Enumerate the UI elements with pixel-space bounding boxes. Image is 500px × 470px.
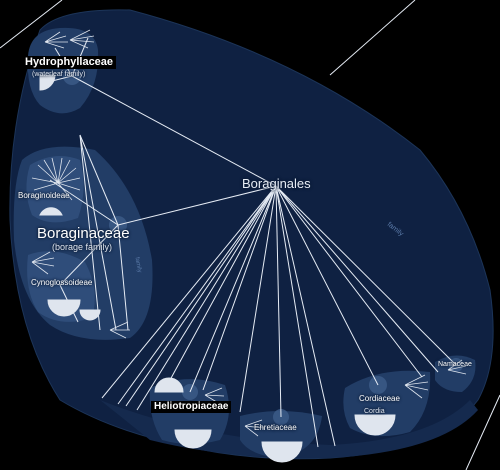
background-edge [465, 394, 500, 470]
background-edge [0, 0, 63, 49]
background-edge [329, 0, 416, 76]
leaf-fan [174, 429, 212, 449]
leaf-fan [354, 414, 396, 436]
leaf-fan [154, 377, 184, 393]
branch-to-cordiaceae [275, 185, 379, 386]
branch-to-leaf [239, 185, 277, 413]
namaceae-region[interactable] [435, 355, 476, 392]
internal-branch [79, 134, 117, 331]
leaf-fan [39, 207, 63, 216]
family-label-boraginaceae[interactable]: Boraginaceae [37, 225, 130, 242]
genus-label-cordia[interactable]: Cordia [364, 408, 385, 415]
branch-to-leaf [275, 185, 319, 448]
branch-to-boraginaceae [117, 185, 277, 226]
leaf-fan [404, 374, 429, 399]
branch-to-leaf [202, 185, 277, 391]
internal-branch [59, 224, 119, 286]
branch-to-hydrophyllaceae [71, 75, 277, 187]
branch-to-leaf [101, 185, 277, 399]
subfamily-label-boraginoideae[interactable]: Boraginoideae [18, 191, 70, 200]
branch-to-ehretiaceae [275, 185, 282, 418]
hydrophyllaceae-region[interactable] [27, 27, 99, 114]
leaf-fan [31, 251, 55, 275]
family-common-name-hydrophyllaceae: (waterleaf family) [32, 71, 86, 78]
internal-branch [117, 224, 129, 331]
branch-to-leaf [275, 185, 423, 378]
root-branches [71, 75, 457, 448]
leaf-fan [47, 299, 81, 317]
internal-branch [79, 134, 119, 226]
leaf-fan [69, 29, 95, 49]
leaf-fan [31, 157, 81, 201]
family-common-name-boraginaceae: (borage family) [52, 242, 113, 252]
leaf-fan [447, 359, 467, 375]
family-label-namaceae[interactable]: Namaceae [438, 361, 472, 368]
branch-to-namaceae [275, 185, 457, 366]
boraginaceae-internal-branches [49, 134, 129, 331]
leaf-fan [244, 419, 265, 437]
family-label-cordiaceae[interactable]: Cordiaceae [359, 394, 400, 403]
branch-to-leaf [136, 185, 277, 411]
subfamily-label-cynoglossoideae[interactable]: Cynoglossoideae [31, 278, 93, 287]
branch-to-leaf [169, 185, 277, 381]
leaf-fan [79, 309, 101, 321]
root-label[interactable]: Boraginales [242, 176, 311, 191]
branch-to-heliotropiaceae [189, 185, 277, 393]
branch-to-leaf [275, 185, 439, 373]
branch-to-leaf [117, 185, 277, 405]
leaf-fan [109, 321, 130, 339]
leaf-fan [39, 74, 56, 91]
family-label-heliotropiaceae[interactable]: Heliotropiaceae [151, 401, 232, 413]
boraginoideae-subregion[interactable] [26, 156, 84, 223]
leaf-fan [44, 31, 68, 49]
branch-to-leaf [125, 185, 277, 407]
leaf-fans [31, 29, 467, 463]
family-label-hydrophyllaceae[interactable]: Hydrophyllaceae [22, 56, 117, 69]
family-label-ehretiaceae[interactable]: Ehretiaceae [254, 423, 297, 432]
leaf-fan [261, 441, 303, 463]
internal-branch [79, 134, 101, 331]
branch-to-leaf [275, 185, 336, 447]
